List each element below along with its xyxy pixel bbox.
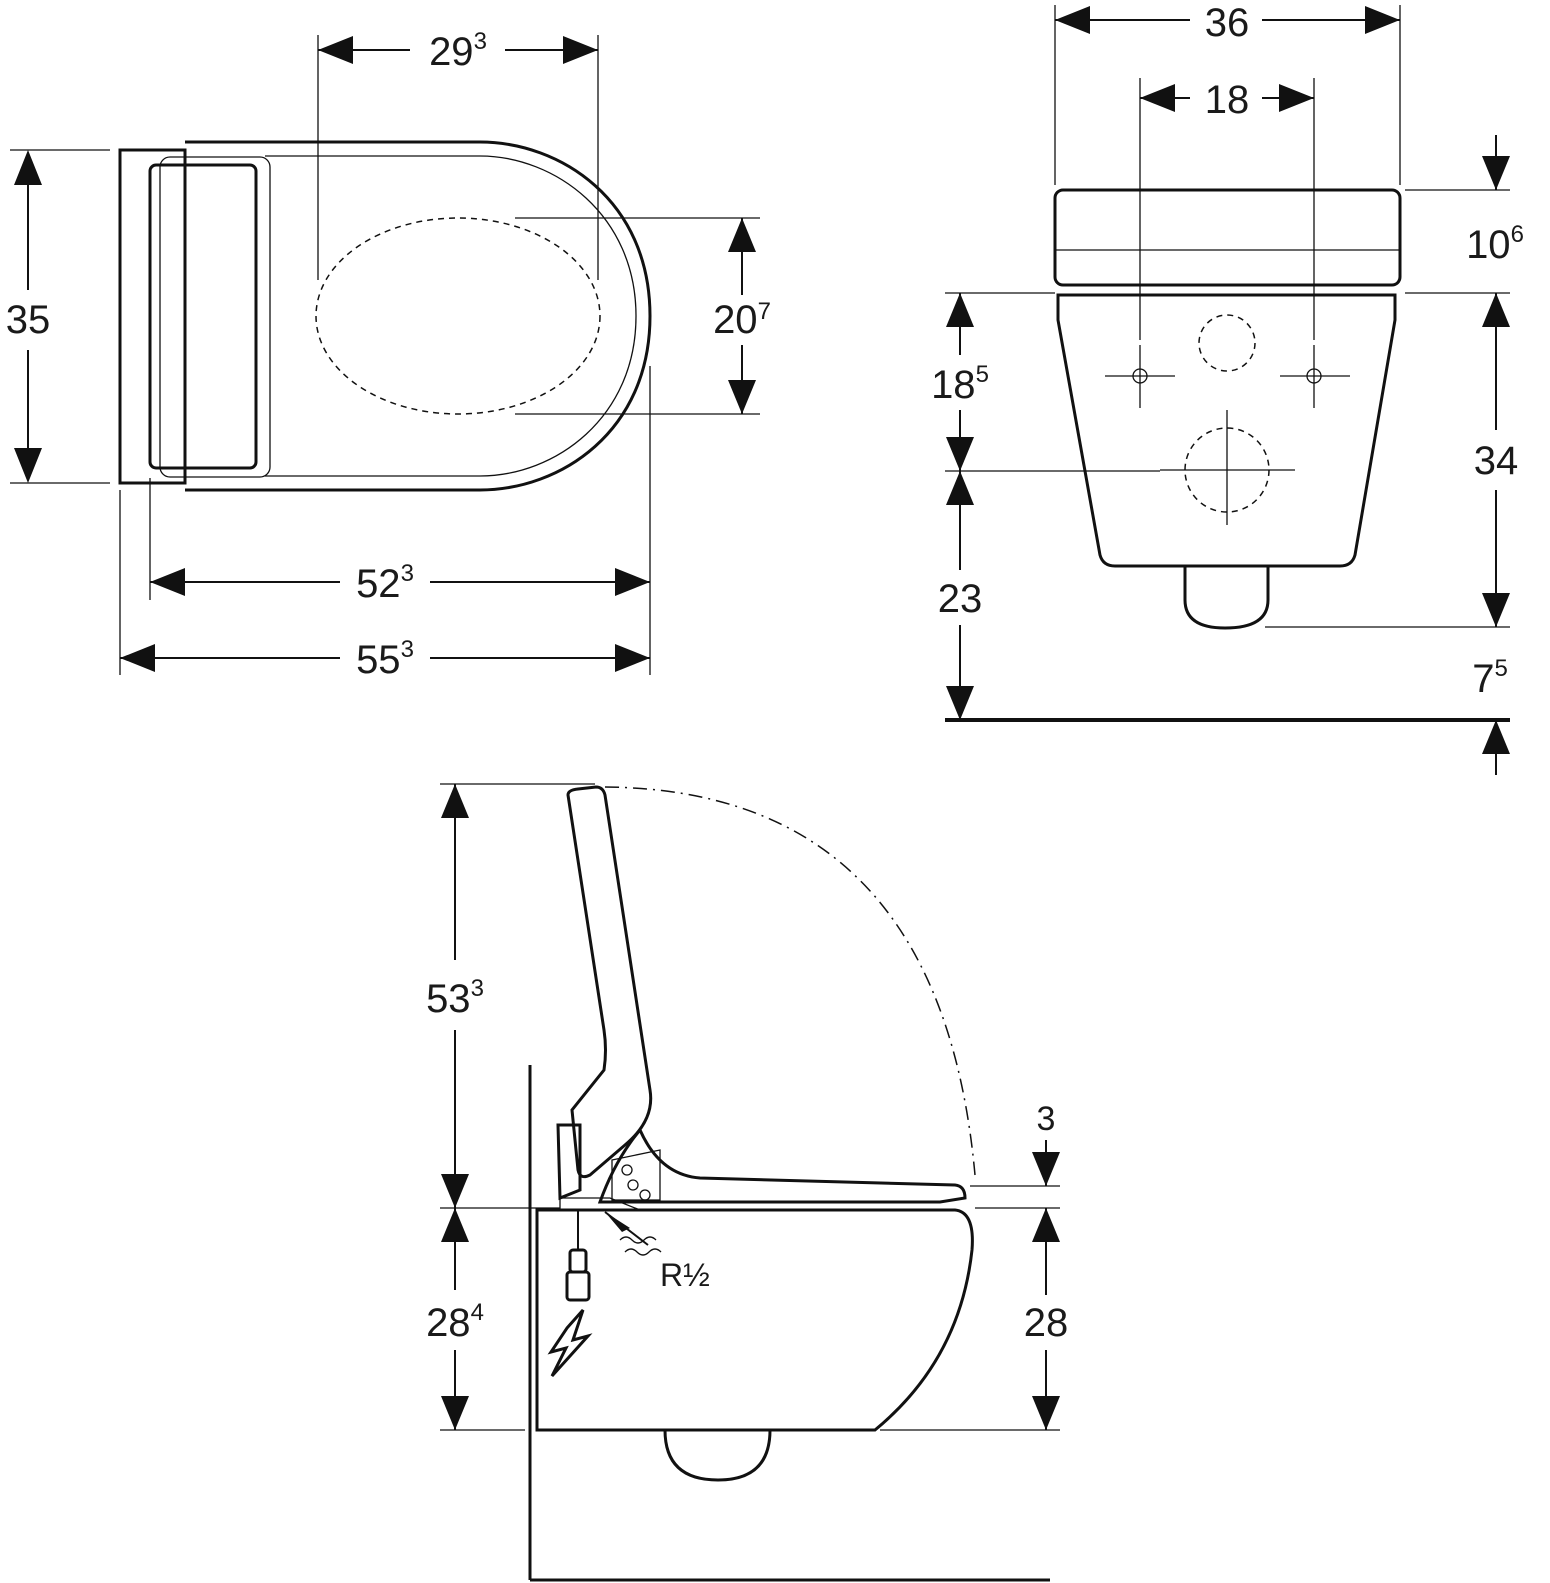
dim-label-28-4: 284 (426, 1299, 484, 1345)
front-view-outline (945, 188, 1510, 722)
water-connection-label: R½ (660, 1257, 710, 1293)
dimension-3: 3 (970, 1100, 1060, 1209)
dimension-7-5: 75 (1472, 655, 1510, 775)
front-view: 36 18 106 34 (931, 1, 1524, 775)
dim-label-29-3: 293 (429, 28, 487, 74)
dimension-18-5: 185 (931, 292, 1160, 472)
dimension-28-4: 284 (426, 1208, 525, 1431)
dim-label-53-3: 533 (426, 975, 484, 1021)
dim-label-52-3: 523 (356, 560, 414, 606)
dimension-28: 28 (880, 1208, 1069, 1431)
side-view: R½ 533 284 3 (426, 783, 1069, 1582)
dim-label-7-5: 75 (1472, 655, 1508, 701)
dim-label-34: 34 (1474, 439, 1519, 483)
dim-label-10-6: 106 (1466, 221, 1524, 267)
dim-label-28: 28 (1024, 1301, 1069, 1345)
dimension-55-3: 553 (119, 490, 650, 682)
dim-label-20-7: 207 (713, 298, 771, 342)
dimension-52-3: 523 (149, 366, 651, 675)
dimension-20-7: 207 (515, 217, 771, 415)
side-view-outline (528, 785, 1050, 1582)
dim-label-23: 23 (938, 577, 983, 621)
dim-label-3: 3 (1037, 1100, 1056, 1138)
dimension-35: 35 (6, 149, 110, 484)
dimension-53-3: 533 (426, 783, 595, 1209)
dim-label-18: 18 (1205, 78, 1250, 122)
dimension-34: 34 (1265, 293, 1519, 628)
dimension-10-6: 106 (1405, 135, 1524, 294)
dim-label-35: 35 (6, 298, 51, 342)
dimension-23: 23 (938, 471, 983, 720)
dimension-18: 18 (1139, 78, 1315, 340)
dim-label-36: 36 (1205, 1, 1250, 45)
dimension-29-3: 293 (317, 28, 599, 280)
dim-label-55-3: 553 (356, 636, 414, 682)
dim-label-18-5: 185 (931, 361, 989, 407)
dimension-36: 36 (1054, 1, 1401, 185)
top-view-outline (118, 140, 652, 492)
top-view: 35 293 207 (6, 28, 771, 682)
